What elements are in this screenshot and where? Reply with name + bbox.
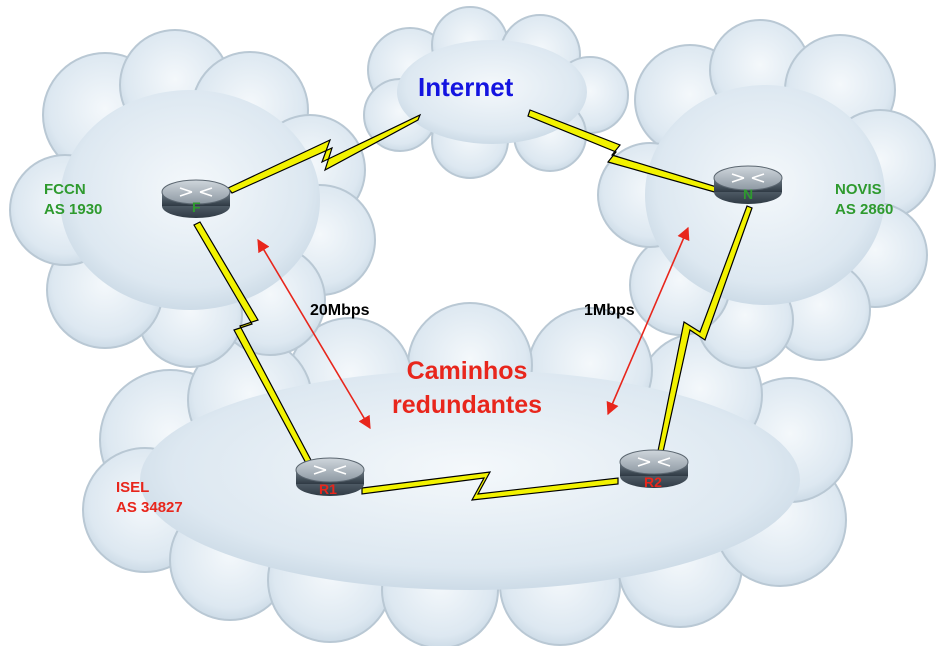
- fccn-cloud: [9, 29, 376, 368]
- link-r1-r2: [361, 471, 619, 501]
- router-n[interactable]: [713, 165, 783, 204]
- router-r1-label: R1: [319, 481, 337, 497]
- internet-label: Internet: [418, 72, 514, 102]
- fccn-as: AS 1930: [44, 201, 103, 218]
- router-f-label: F: [192, 199, 201, 215]
- isel-as: AS 34827: [116, 499, 183, 516]
- redundant-arrows: [257, 226, 690, 430]
- router-r2[interactable]: [619, 449, 689, 488]
- router-arrows-icon: [731, 173, 765, 183]
- redundant-paths-label: Caminhos redundantes: [392, 354, 542, 422]
- novis-name: NOVIS: [835, 181, 882, 198]
- arrow-right-path: [606, 226, 690, 416]
- isel-label: ISEL AS 34827: [116, 478, 183, 518]
- isel-name: ISEL: [116, 479, 150, 496]
- router-arrows-icon: [313, 465, 347, 475]
- router-r2-label: R2: [644, 474, 662, 490]
- novis-as: AS 2860: [835, 201, 894, 218]
- speed-fccn-label: 20Mbps: [310, 302, 370, 319]
- speed-novis-label: 1Mbps: [584, 302, 635, 319]
- fccn-name: FCCN: [44, 181, 86, 198]
- link-f-internet: [227, 113, 422, 194]
- router-n-label: N: [743, 186, 753, 202]
- router-f[interactable]: [161, 179, 231, 218]
- redundant-paths-line1: Caminhos: [406, 357, 528, 385]
- arrow-left-path: [257, 238, 371, 430]
- router-r1[interactable]: [295, 457, 365, 496]
- novis-label: NOVIS AS 2860: [835, 180, 893, 220]
- router-arrows-icon: [179, 187, 213, 197]
- fccn-label: FCCN AS 1930: [44, 180, 102, 220]
- router-arrows-icon: [637, 457, 671, 467]
- redundant-paths-line2: redundantes: [392, 391, 543, 419]
